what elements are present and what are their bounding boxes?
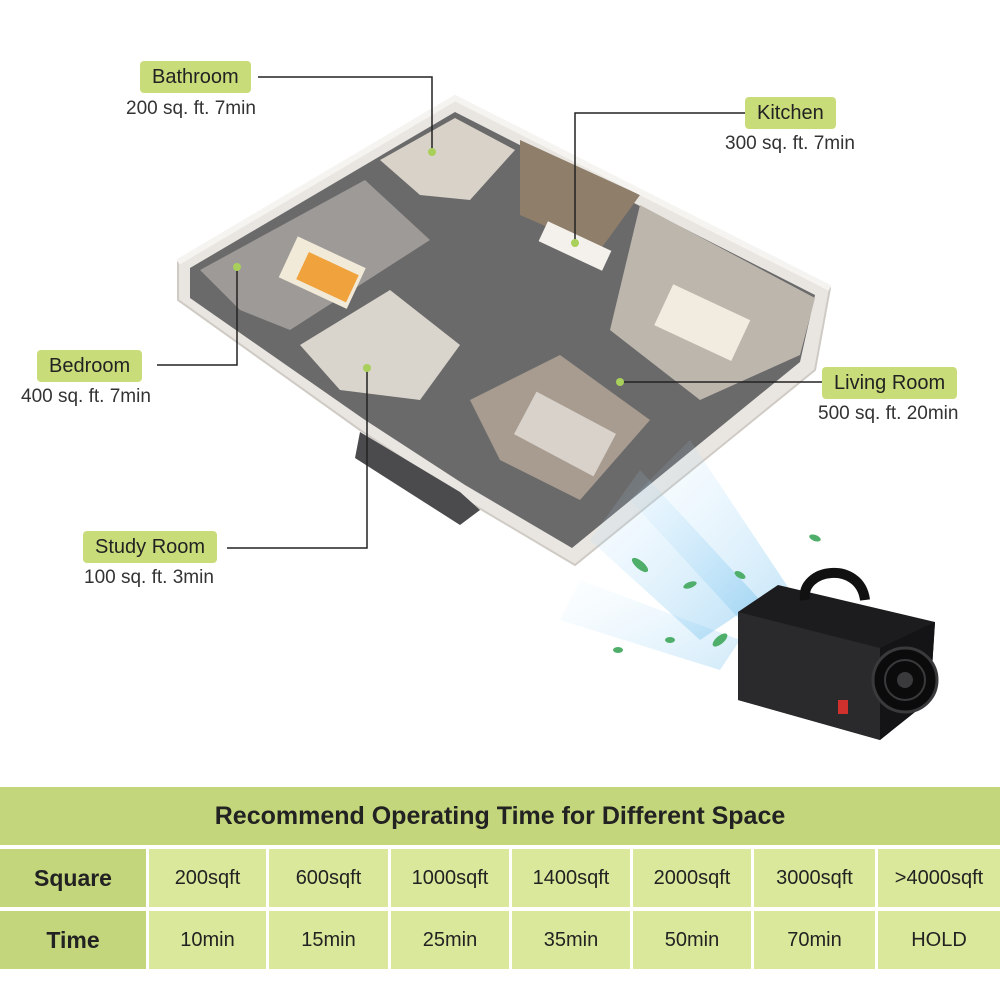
living-area: [610, 205, 815, 400]
time-cell: 70min: [751, 911, 875, 969]
bed: [654, 284, 751, 362]
bedroom-info: 400 sq. ft. 7min: [21, 386, 151, 407]
callout-lines: [157, 76, 822, 549]
operating-time-table: Recommend Operating Time for Different S…: [0, 787, 1000, 970]
bed-blanket: [296, 251, 359, 303]
square-cell: 1400sqft: [509, 849, 630, 907]
time-cell: 10min: [146, 911, 266, 969]
square-row: Square 200sqft 600sqft 1000sqft 1400sqft…: [0, 849, 1000, 907]
time-cell: 25min: [388, 911, 509, 969]
bedroom-label: Bedroom: [37, 350, 143, 382]
study-area: [300, 290, 460, 400]
airflow-beams: [560, 440, 790, 670]
square-cell: 2000sqft: [630, 849, 751, 907]
time-header: Time: [0, 911, 146, 969]
time-cell: 50min: [630, 911, 751, 969]
time-row: Time 10min 15min 25min 35min 50min 70min…: [0, 911, 1000, 969]
living-room-label: Living Room: [822, 367, 958, 399]
handle: [799, 568, 870, 602]
time-cell: HOLD: [875, 911, 1000, 969]
bathroom-area: [380, 118, 515, 200]
power-switch: [838, 700, 848, 714]
kitchen-label: Kitchen: [745, 97, 836, 129]
kitchen-info: 300 sq. ft. 7min: [725, 133, 855, 154]
time-cell: 15min: [266, 911, 388, 969]
ozone-generator-device: [738, 568, 939, 740]
study-room-info: 100 sq. ft. 3min: [84, 567, 214, 588]
square-cell: 200sqft: [146, 849, 266, 907]
wall-edge: [176, 94, 832, 291]
living-room-info: 500 sq. ft. 20min: [818, 403, 959, 424]
square-cell: >4000sqft: [875, 849, 1000, 907]
study-room-label: Study Room: [83, 531, 218, 563]
table-title: Recommend Operating Time for Different S…: [0, 787, 1000, 845]
square-cell: 1000sqft: [388, 849, 509, 907]
bathroom-info: 200 sq. ft. 7min: [126, 98, 256, 119]
square-cell: 3000sqft: [751, 849, 875, 907]
floor-plan-svg: [157, 76, 939, 740]
leaves: [613, 534, 821, 653]
bed: [514, 391, 616, 477]
square-header: Square: [0, 849, 146, 907]
square-cell: 600sqft: [266, 849, 388, 907]
callout-dots: [233, 148, 624, 386]
porch: [355, 432, 480, 525]
floor-plan-illustration: [157, 76, 939, 740]
bathroom-label: Bathroom: [140, 61, 251, 93]
time-cell: 35min: [509, 911, 630, 969]
